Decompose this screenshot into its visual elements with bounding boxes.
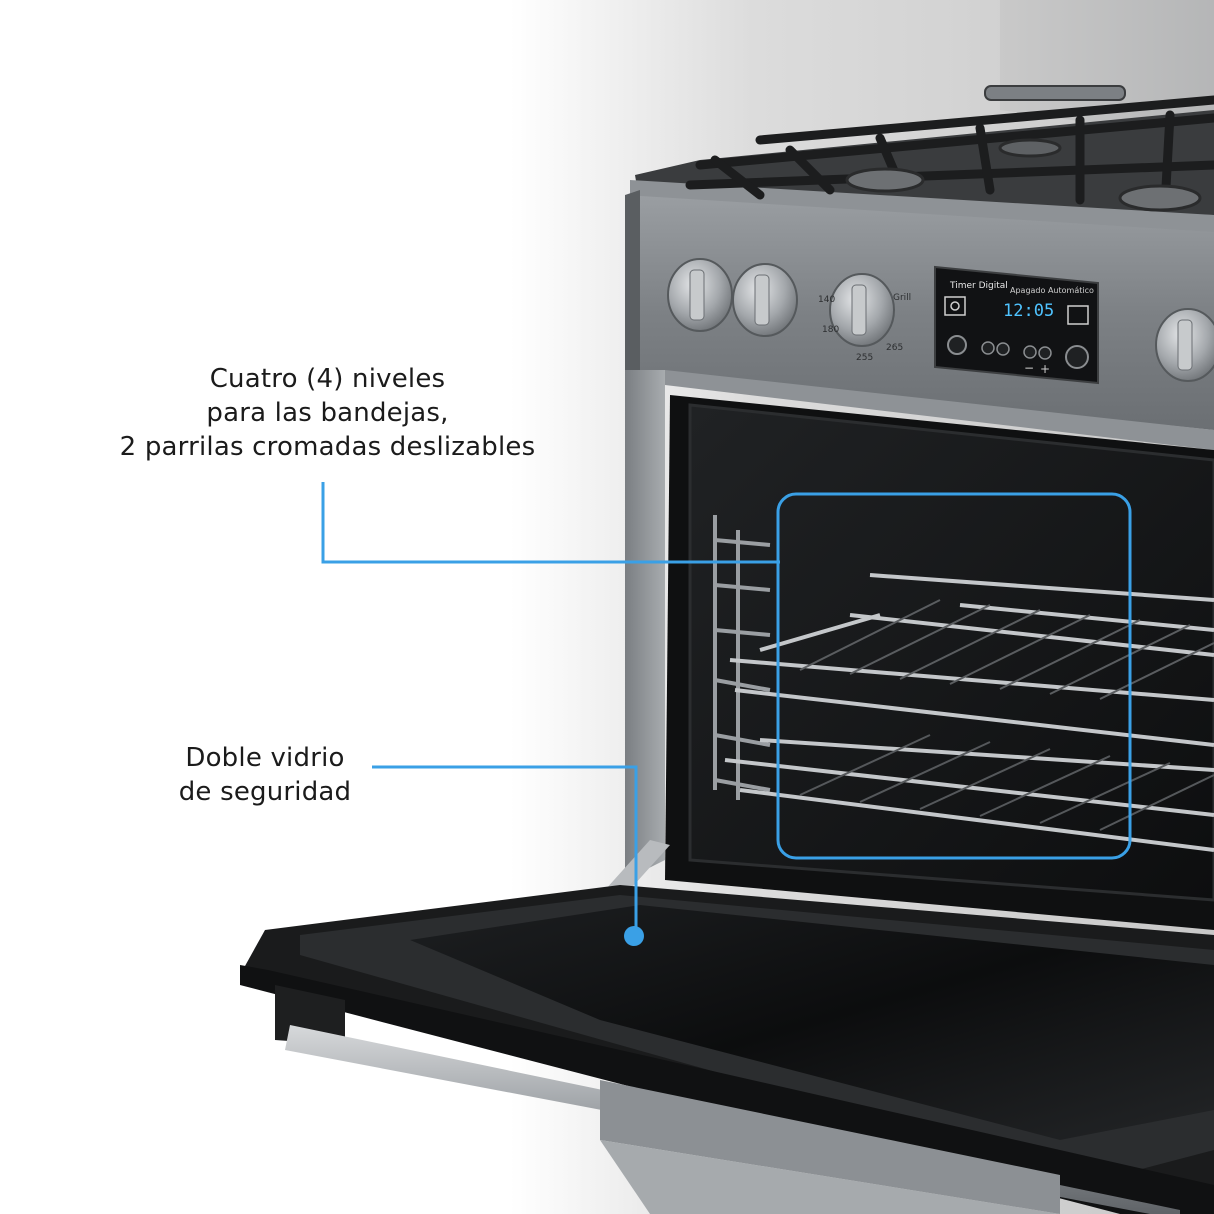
timer-label: Timer Digital <box>949 281 1008 291</box>
clock-icon[interactable] <box>981 341 995 355</box>
callout-connector-glass <box>372 765 638 935</box>
callout-connector-racks <box>321 482 1132 860</box>
minus-button[interactable] <box>1023 345 1037 359</box>
timer-button-left[interactable] <box>947 335 967 355</box>
oven-rack-grid-lower <box>799 734 1214 831</box>
plus-button[interactable] <box>1038 346 1052 360</box>
timer-mode-button[interactable] <box>996 342 1010 356</box>
door-handle[interactable] <box>275 985 1180 1214</box>
callout-glass-text: Doble vidrio de seguridad <box>150 741 380 809</box>
scale-255: 255 <box>856 353 873 363</box>
scale-265: 265 <box>886 343 903 353</box>
oven-rack-lower[interactable] <box>724 738 1214 852</box>
cooktop <box>630 85 1214 235</box>
callout-racks-line2: para las bandejas, <box>206 398 449 428</box>
door-glass <box>410 905 1214 1140</box>
knob-1[interactable] <box>667 258 733 332</box>
callout-racks-line3: 2 parrilas cromadas deslizables <box>119 432 536 462</box>
oven-side-frame <box>625 370 665 880</box>
oven-door-open[interactable] <box>240 885 1214 1214</box>
minus-label: − <box>1024 361 1034 375</box>
auto-off-label: Apagado Automático <box>1010 286 1094 295</box>
scale-grill: Grill <box>893 293 911 303</box>
knob-2[interactable] <box>732 263 798 337</box>
oven-rack-grid-upper <box>799 599 1214 700</box>
fan-icon <box>944 296 966 316</box>
scale-140: 140 <box>818 295 835 305</box>
knob-right[interactable] <box>1155 308 1214 382</box>
temperature-knob[interactable] <box>829 273 895 347</box>
glass-marker-dot <box>624 926 644 946</box>
callout-glass-line2: de seguridad <box>178 777 352 807</box>
light-icon <box>1067 305 1089 325</box>
timer-module: Timer Digital Apagado Automático 12:05 −… <box>934 265 1099 385</box>
plus-label: + <box>1040 362 1050 376</box>
callout-racks-text: Cuatro (4) niveles para las bandejas, 2 … <box>60 362 595 464</box>
lower-front-panel <box>600 1140 1060 1214</box>
scale-180: 180 <box>822 325 839 335</box>
timer-display: 12:05 <box>1003 301 1054 321</box>
timer-button-right[interactable] <box>1065 345 1089 369</box>
callout-glass-line1: Doble vidrio <box>185 743 345 773</box>
callout-racks-line1: Cuatro (4) niveles <box>209 364 446 394</box>
burner-grate-icon <box>685 95 1214 210</box>
